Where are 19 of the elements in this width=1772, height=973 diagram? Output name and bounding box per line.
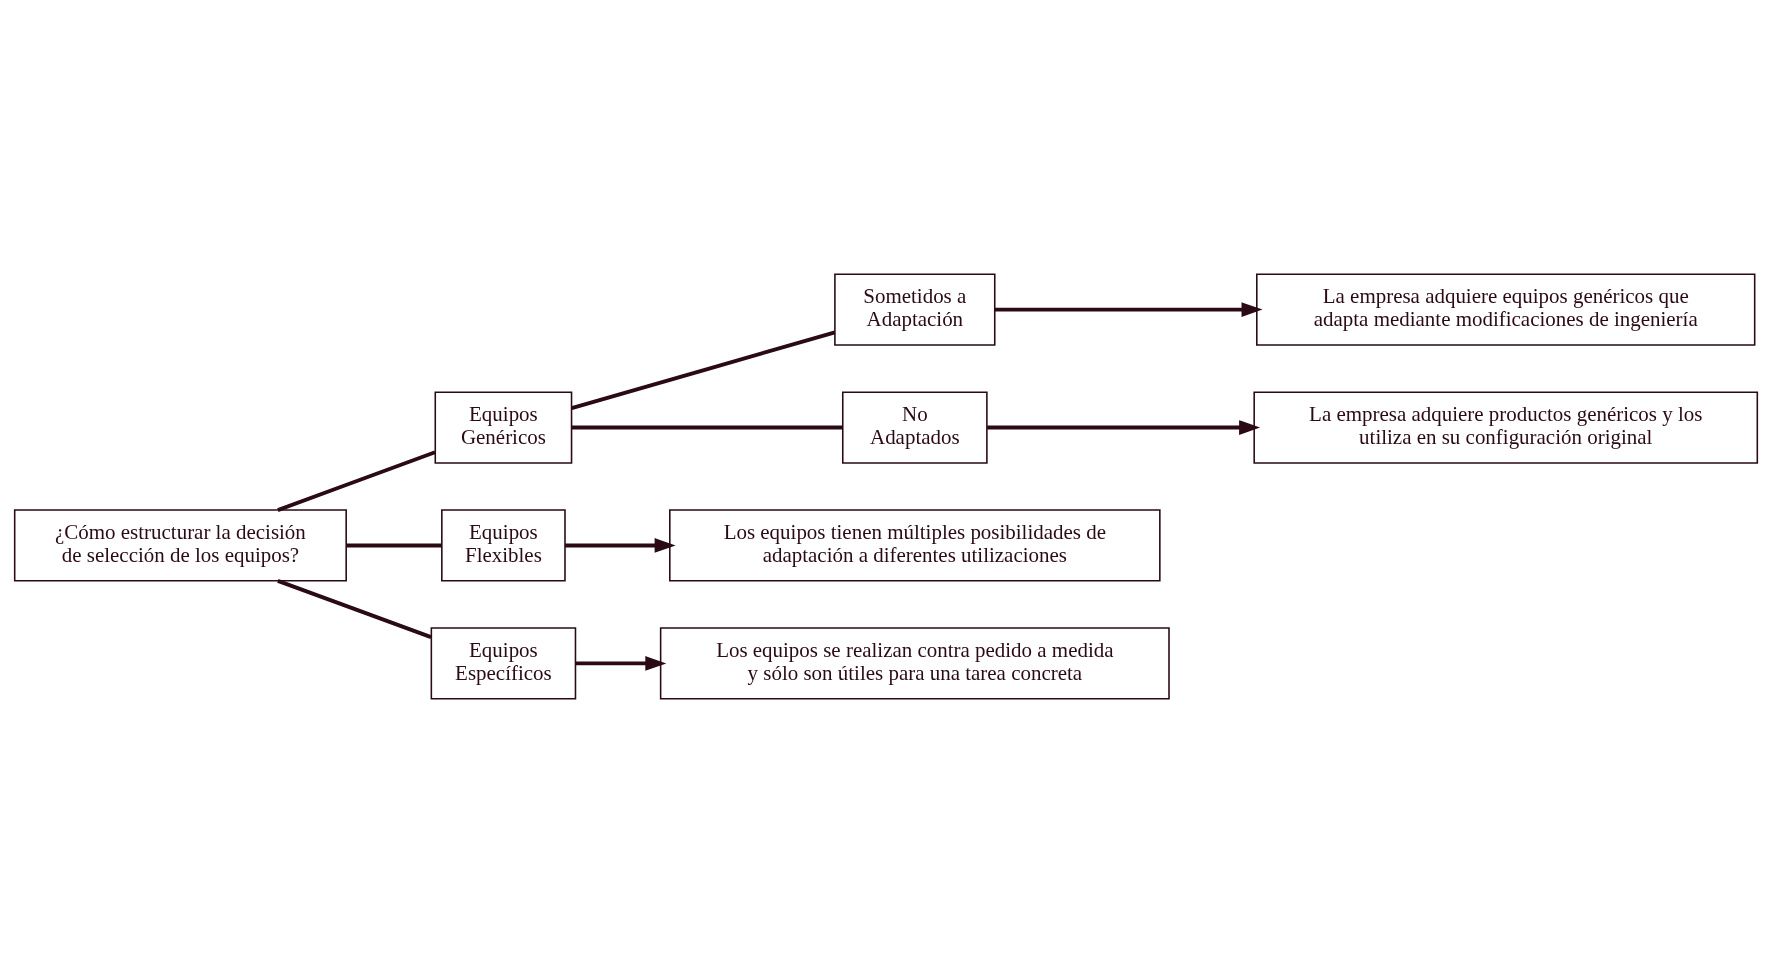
node-box: Equipos Flexibles — [441, 509, 566, 582]
connector — [571, 425, 843, 430]
arrow — [575, 656, 667, 671]
connector — [277, 450, 436, 512]
connector — [571, 330, 836, 411]
arrow — [987, 420, 1261, 435]
node-box: No Adaptados — [841, 391, 988, 464]
arrow — [994, 302, 1263, 317]
arrow — [565, 538, 676, 553]
node-box: Equipos Específicos — [430, 627, 577, 700]
connector — [277, 579, 432, 640]
node-box: Equipos Genéricos — [434, 391, 573, 464]
node-box: ¿Cómo estructurar la decisión de selección de los equipos? — [13, 509, 347, 582]
node-box: Sometidos a Adaptación — [834, 273, 996, 346]
node-box: La empresa adquiere equipos genéricos que adapta mediante modificaciones de ingeniería — [1256, 273, 1756, 346]
node-box: Los equipos se realizan contra pedido a medida y sólo son útiles para una tarea concreta — [659, 627, 1170, 700]
node-box: La empresa adquiere productos genéricos y los utiliza en su configuración original — [1253, 391, 1759, 464]
node-box: Los equipos tienen múltiples posibilidades de adaptación a diferentes utilizaciones — [669, 509, 1161, 582]
connector — [346, 543, 442, 548]
